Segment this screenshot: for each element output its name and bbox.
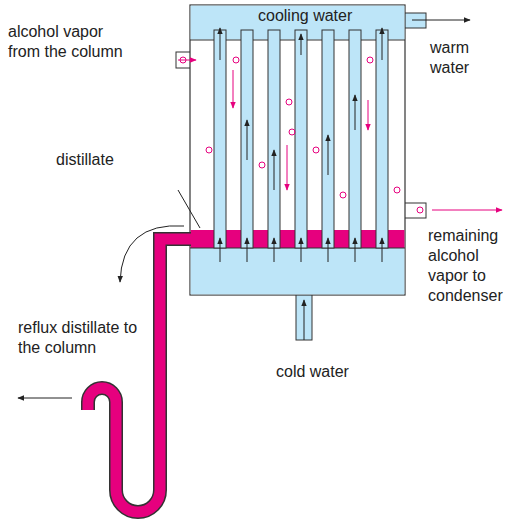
outlet-label: warm water <box>430 38 490 78</box>
cooling-tubes <box>214 30 388 248</box>
vessel-shell <box>190 5 405 295</box>
vapor-flow-arrows <box>178 60 502 210</box>
distillate-leader <box>178 190 200 228</box>
inlet-label: cold water <box>276 362 349 382</box>
bottom-water-chamber <box>191 248 405 294</box>
reflux-out-arrow <box>18 398 72 399</box>
outlet-label: reflux distillate to the column <box>18 318 143 358</box>
vapor-outlet <box>404 203 426 218</box>
part-label: distillate <box>56 150 114 170</box>
inlet-label: alcohol vapor from the column <box>8 22 133 62</box>
vapor-bubbles <box>180 57 423 213</box>
reflux-pipe <box>88 239 191 512</box>
reflux-direction-arrow <box>120 226 184 282</box>
cold-water-inlet <box>296 294 312 340</box>
chamber-label: cooling water <box>258 6 352 26</box>
reflux-pipe-outline <box>88 239 191 512</box>
outlet-label: remaining alcohol vapor to condenser <box>428 226 514 306</box>
